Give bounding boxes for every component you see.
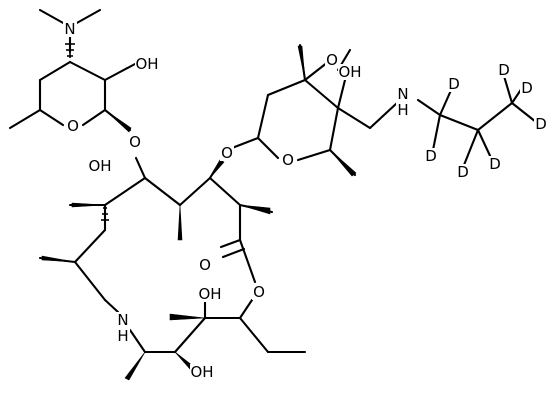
bond <box>128 328 147 354</box>
side-chain-h-label: H <box>397 101 408 119</box>
glycosidic-o-1-label: O <box>129 133 141 151</box>
cladinose-ring-o-label: O <box>282 151 294 169</box>
bond <box>256 93 270 140</box>
bond <box>502 74 514 105</box>
bond <box>476 101 514 132</box>
bond <box>68 60 107 82</box>
bond <box>230 136 260 150</box>
bond <box>208 176 242 207</box>
bond <box>296 148 332 162</box>
bond <box>431 113 442 152</box>
ring-h-label: H <box>117 327 128 345</box>
bond <box>134 156 147 180</box>
carbonyl-o-label: O <box>199 256 211 274</box>
wedge-bonds <box>41 45 357 381</box>
hash-bonds <box>65 40 109 221</box>
bond <box>81 108 107 127</box>
wedge-bond <box>41 255 76 263</box>
bond <box>510 101 538 124</box>
macrocycle-oh-1-label: OH <box>88 157 111 175</box>
bond <box>238 298 254 320</box>
atom-labels: N OH O O O OH N H O O OH O O OH N H OH <box>63 20 548 381</box>
macrocycle-oh-3-label: OH <box>190 363 213 381</box>
deuterium-label-7: D <box>535 115 547 133</box>
lactone-o-label: O <box>253 283 265 301</box>
bond <box>73 228 107 264</box>
bond <box>219 238 242 249</box>
wedge-bond <box>209 159 225 179</box>
wedge-bond <box>239 204 271 215</box>
bond <box>462 128 480 167</box>
bond <box>73 260 107 302</box>
bond <box>256 136 280 160</box>
bonds <box>8 8 538 354</box>
bond <box>143 176 182 207</box>
methoxy-o-label: O <box>326 51 338 69</box>
bond <box>38 8 67 26</box>
bond <box>336 78 347 110</box>
desosamine-oh-label: OH <box>135 55 158 73</box>
bond <box>221 247 246 259</box>
side-chain-nh-label: N <box>397 85 408 103</box>
bond <box>328 106 340 152</box>
bond <box>173 316 207 354</box>
deuterium-label-6: D <box>521 79 533 97</box>
deuterium-label-3: D <box>457 163 469 181</box>
bond <box>238 316 270 354</box>
glycosidic-o-2-label: O <box>221 144 233 162</box>
bond <box>416 98 442 117</box>
wedge-bond <box>124 351 146 381</box>
bond <box>368 101 399 130</box>
wedge-bond <box>104 109 132 133</box>
wedge-bond <box>297 45 306 81</box>
macrocycle-oh-2-label: OH <box>198 285 221 303</box>
bond <box>103 62 137 82</box>
wedge-bond <box>329 149 357 177</box>
bond <box>8 108 42 130</box>
bond <box>336 106 372 130</box>
bond <box>303 78 340 110</box>
deuterium-label-5: D <box>498 61 510 79</box>
bond <box>178 176 212 207</box>
wedge-bond <box>177 204 183 241</box>
desosamine-ring-o-label: O <box>67 117 79 135</box>
bond <box>476 128 494 162</box>
bond <box>103 176 147 207</box>
cladinose-oh-label: OH <box>338 63 361 81</box>
deuterium-label-1: D <box>448 75 460 93</box>
bond <box>73 8 102 26</box>
bond <box>38 60 72 82</box>
ring-nh-label: N <box>117 311 128 329</box>
wedge-bond <box>71 202 106 208</box>
deuterium-label-2: D <box>425 147 437 165</box>
bond <box>266 78 307 97</box>
wedge-bond <box>169 313 206 321</box>
bond <box>38 108 65 127</box>
dimethylamino-n-label: N <box>64 20 75 38</box>
bond <box>103 298 120 314</box>
deuterium-label-4: D <box>489 155 501 173</box>
bond <box>238 238 257 284</box>
bond <box>438 86 454 117</box>
bond <box>303 60 330 82</box>
bond <box>438 113 480 132</box>
